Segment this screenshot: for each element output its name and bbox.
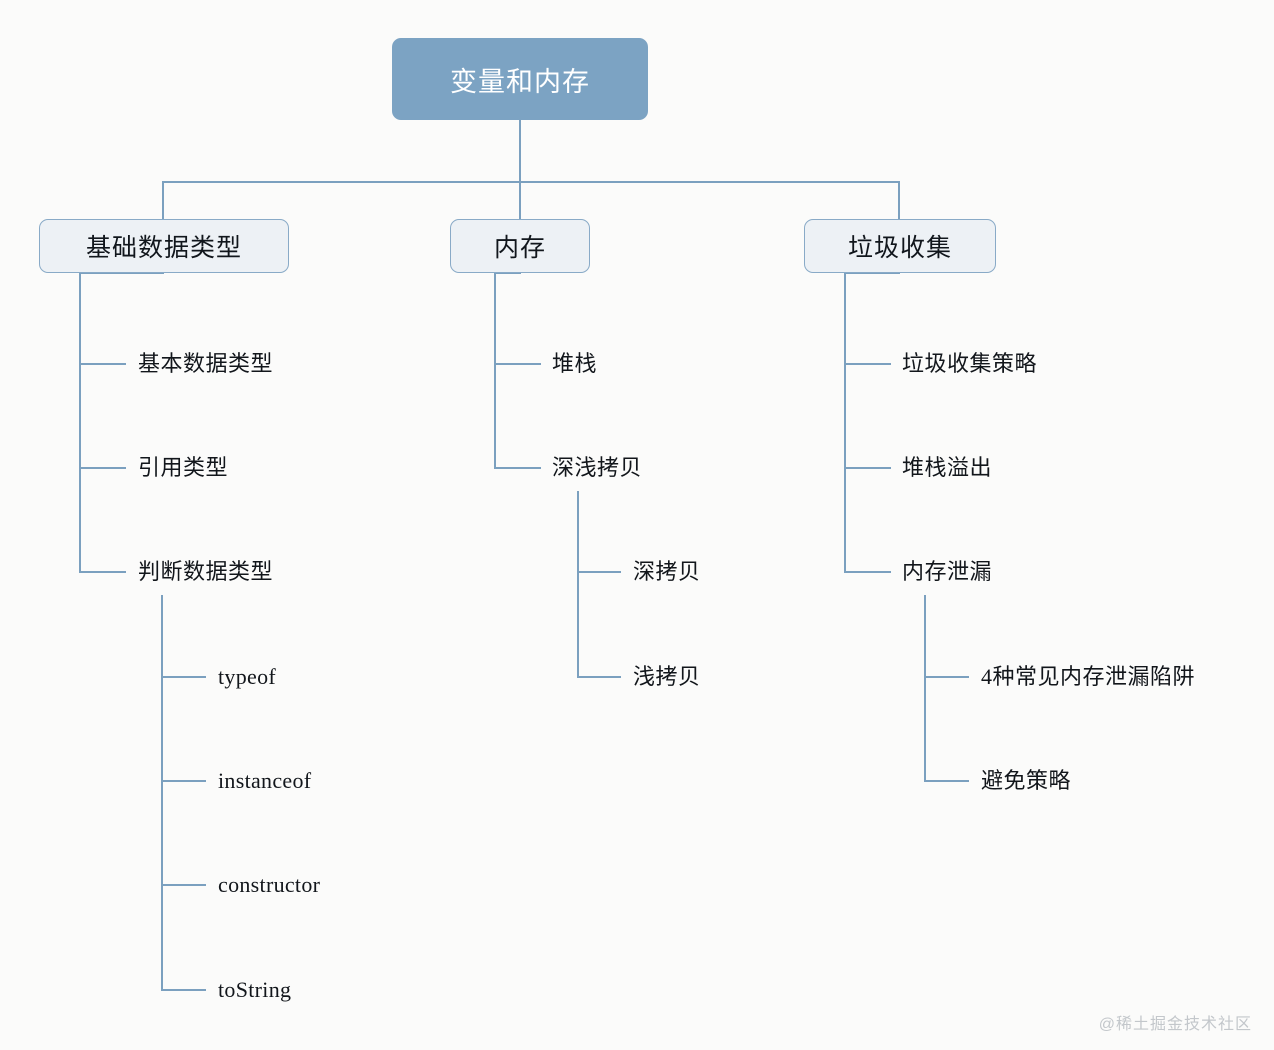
leaf-heap-stack[interactable]: 堆栈: [552, 351, 598, 376]
leaf-constructor[interactable]: constructor: [218, 872, 321, 897]
leaf-deep-shallow-copy[interactable]: 深浅拷贝: [552, 455, 643, 480]
leaf-memory-leak[interactable]: 内存泄漏: [902, 559, 993, 584]
branch-node-gc[interactable]: 垃圾收集: [804, 219, 996, 273]
leaf-shallow-copy[interactable]: 浅拷贝: [633, 664, 701, 689]
leaf-avoid-strategy[interactable]: 避免策略: [981, 768, 1072, 793]
leaf-typeof[interactable]: typeof: [218, 664, 277, 689]
leaf-judge-data-types[interactable]: 判断数据类型: [138, 559, 274, 584]
leaf-deep-copy[interactable]: 深拷贝: [633, 559, 701, 584]
leaf-memory-leak-traps[interactable]: 4种常见内存泄漏陷阱: [981, 664, 1196, 689]
branch-node-basics[interactable]: 基础数据类型: [39, 219, 289, 273]
root-node[interactable]: 变量和内存: [392, 38, 648, 120]
branch-node-memory[interactable]: 内存: [450, 219, 590, 273]
watermark: @稀土掘金技术社区: [1098, 1016, 1252, 1033]
leaf-reference-types[interactable]: 引用类型: [138, 455, 229, 480]
leaf-instanceof[interactable]: instanceof: [218, 768, 312, 793]
leaf-basic-data-types[interactable]: 基本数据类型: [138, 351, 274, 376]
leaf-stack-overflow[interactable]: 堆栈溢出: [902, 455, 993, 480]
leaf-gc-strategy[interactable]: 垃圾收集策略: [902, 351, 1038, 376]
leaf-tostring[interactable]: toString: [218, 977, 292, 1002]
